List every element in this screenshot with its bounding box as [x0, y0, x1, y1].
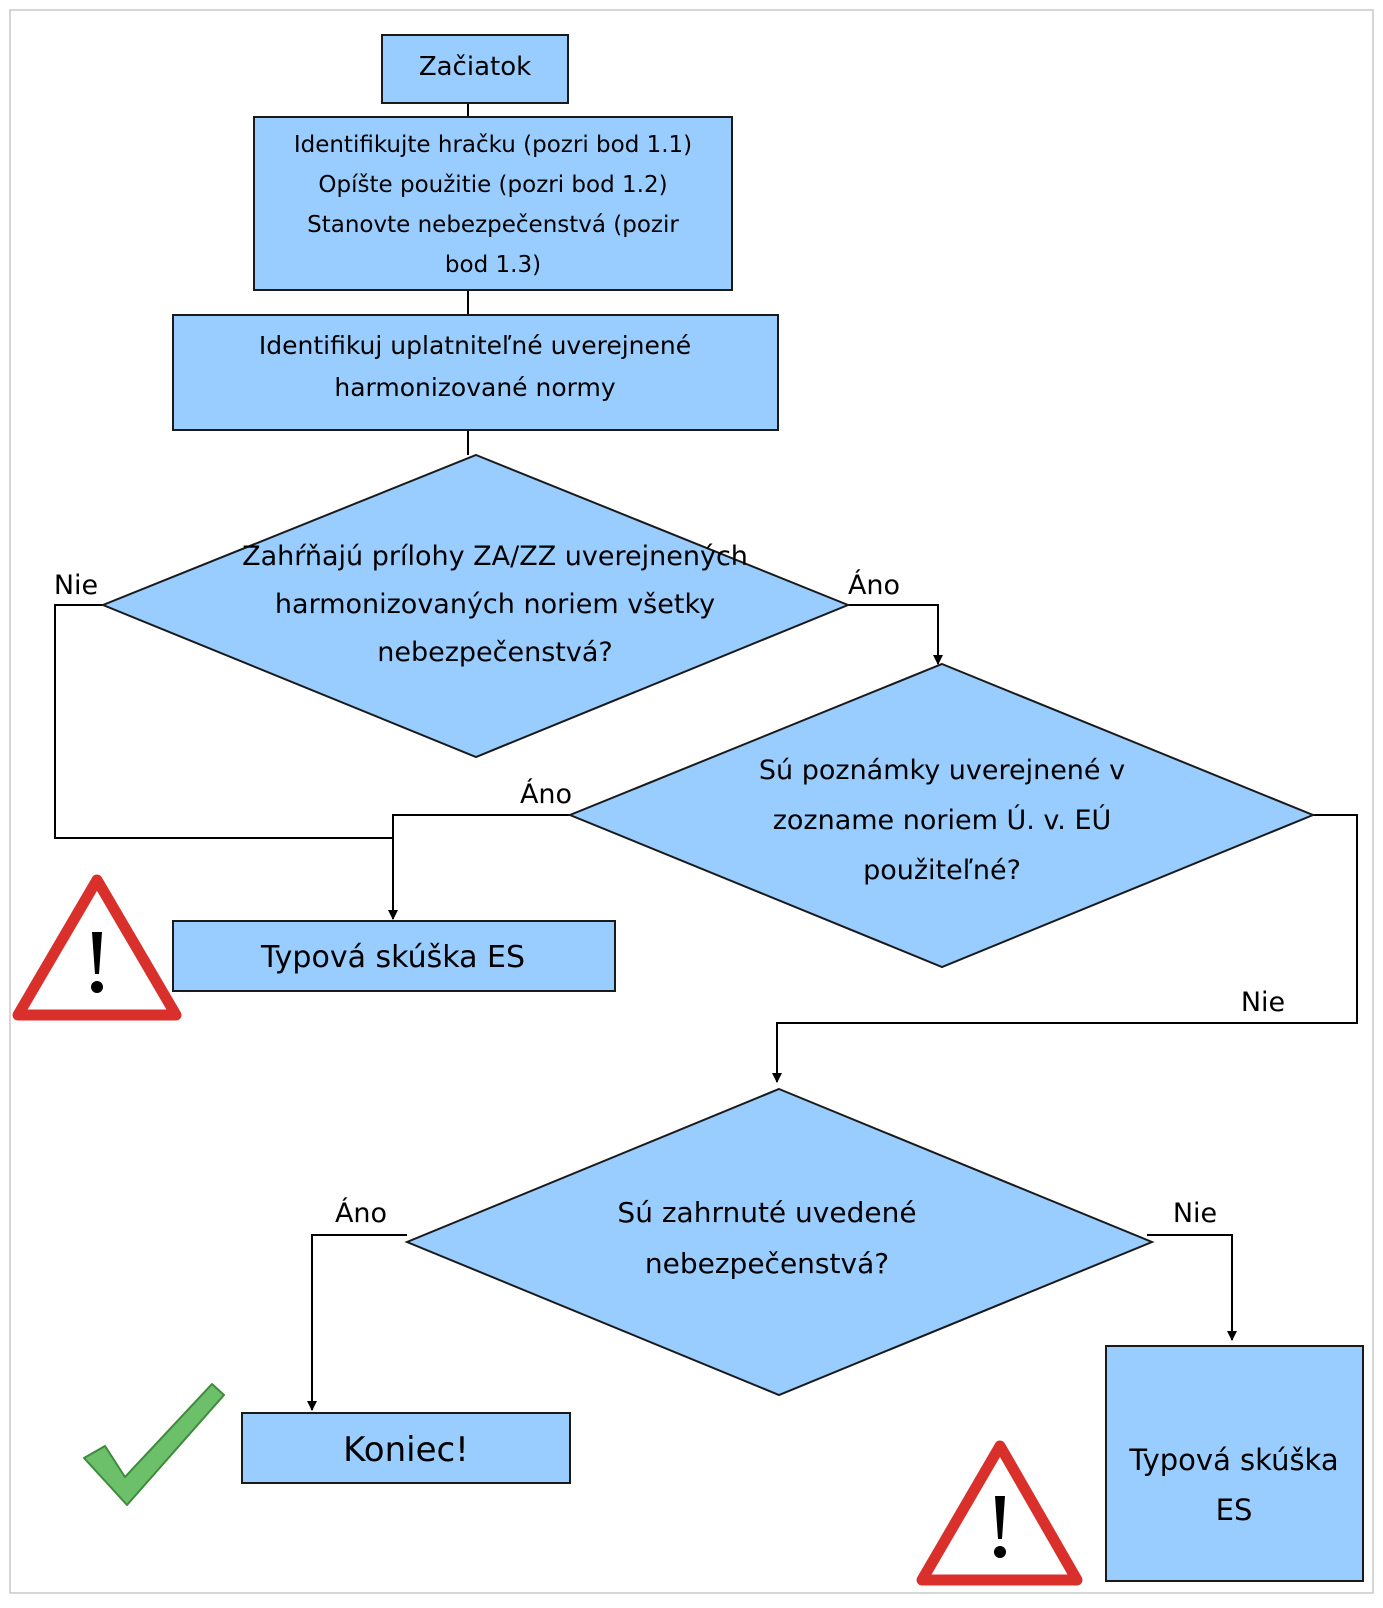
- decision1-line-3: nebezpečenstvá?: [377, 637, 612, 668]
- start-node: Začiatok: [381, 34, 569, 104]
- connector-d2-yes: [388, 814, 570, 920]
- connector-d3-no: [1147, 1234, 1237, 1341]
- connector-d2-no: [772, 814, 1358, 1083]
- standards-line-1: Identifikuj uplatniteľné uverejnené: [259, 331, 691, 360]
- edge-label-d2-no: Nie: [1241, 987, 1285, 1018]
- standards-node: Identifikuj uplatniteľné uverejnené harm…: [172, 314, 779, 431]
- identify-node: Identifikujte hračku (pozri bod 1.1) Opí…: [253, 116, 733, 291]
- warning-icon: [916, 1440, 1083, 1586]
- edge-label-d1-no: Nie: [54, 570, 98, 601]
- decision2-node: Sú poznámky uverejnené v zozname noriem …: [567, 662, 1316, 969]
- decision2-line-3: použiteľné?: [863, 855, 1021, 886]
- end-label: Koniec!: [343, 1430, 469, 1470]
- type-exam-1-label: Typová skúška ES: [260, 940, 525, 975]
- decision3-diamond: [404, 1087, 1155, 1397]
- start-label: Začiatok: [419, 52, 531, 82]
- type-exam-1-node: Typová skúška ES: [172, 920, 616, 992]
- type-exam-2-line-2: ES: [1216, 1493, 1253, 1527]
- standards-box: [172, 314, 779, 431]
- end-node: Koniec!: [241, 1412, 571, 1484]
- identify-box: [253, 116, 733, 291]
- edge-label-d2-yes: Áno: [520, 778, 572, 810]
- warning-icon: [12, 874, 182, 1021]
- identify-line-3: Stanovte nebezpečenstvá (pozir: [307, 212, 679, 238]
- decision1-node: Zahŕňajú prílohy ZA/ZZ uverejnených harm…: [100, 453, 851, 759]
- decision2-diamond: [567, 662, 1316, 969]
- decision1-line-2: harmonizovaných noriem všetky: [275, 589, 715, 620]
- identify-line-2: Opíšte použitie (pozri bod 1.2): [318, 172, 667, 198]
- decision1-diamond: [100, 453, 851, 759]
- type-exam-2-box: [1105, 1345, 1364, 1582]
- edge-label-d1-yes: Áno: [848, 569, 900, 601]
- decision3-node: Sú zahrnuté uvedené nebezpečenstvá?: [404, 1087, 1155, 1397]
- start-box: [381, 34, 569, 104]
- decision3-line-2: nebezpečenstvá?: [645, 1247, 889, 1280]
- checkmark-icon: [83, 1383, 225, 1506]
- connector-d3-yes: [307, 1234, 407, 1411]
- page-border: [9, 9, 1374, 1594]
- edge-label-d3-no: Nie: [1173, 1198, 1217, 1229]
- type-exam-1-box: [172, 920, 616, 992]
- connector-d1-yes: [840, 604, 943, 665]
- identify-line-1: Identifikujte hračku (pozri bod 1.1): [294, 132, 692, 158]
- decision2-line-1: Sú poznámky uverejnené v: [759, 755, 1125, 786]
- decision3-line-1: Sú zahrnuté uvedené: [617, 1196, 916, 1229]
- connectors: [54, 103, 1358, 1411]
- identify-line-4: bod 1.3): [445, 252, 541, 278]
- end-box: [241, 1412, 571, 1484]
- connector-d1-no: [54, 604, 393, 839]
- edge-label-d3-yes: Áno: [335, 1197, 387, 1229]
- type-exam-2-node: Typová skúška ES: [1105, 1345, 1364, 1582]
- standards-line-2: harmonizované normy: [334, 373, 615, 402]
- decision2-line-2: zozname noriem Ú. v. EÚ: [773, 804, 1112, 836]
- decision1-line-1: Zahŕňajú prílohy ZA/ZZ uverejnených: [242, 541, 748, 572]
- type-exam-2-line-1: Typová skúška: [1128, 1443, 1338, 1477]
